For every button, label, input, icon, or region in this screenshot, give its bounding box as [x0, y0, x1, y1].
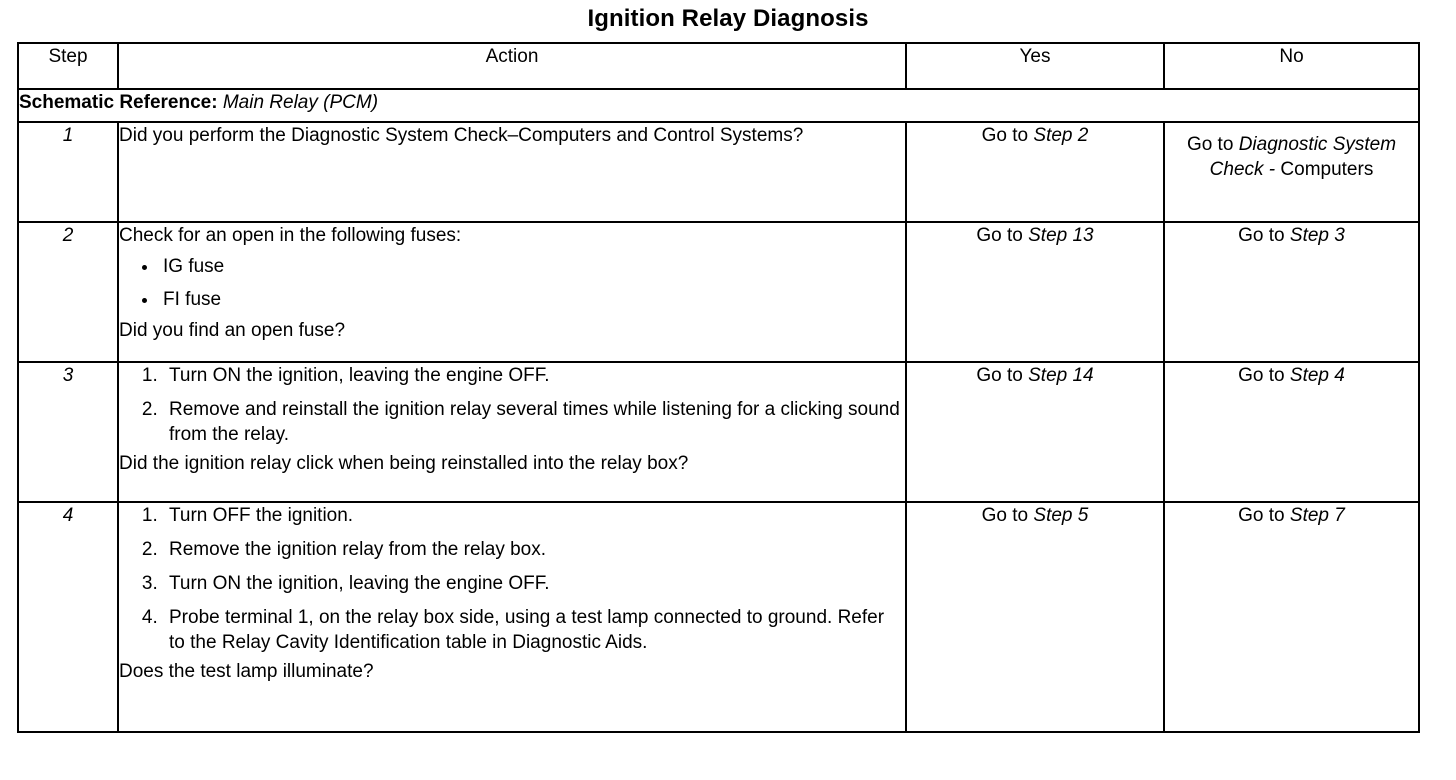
action-question-text: Did the ignition relay click when being …	[119, 453, 689, 474]
action-cell: Turn ON the ignition, leaving the engine…	[117, 361, 907, 503]
column-header-no: No	[1163, 42, 1420, 90]
schematic-reference-label: Schematic Reference:	[19, 92, 218, 113]
column-header-step: Step	[17, 42, 119, 90]
ignition-relay-diagnosis-table: Step Action Yes No Schematic Reference: …	[17, 42, 1420, 733]
no-answer-cell: Go to Step 4	[1163, 361, 1420, 503]
yes-goto-target: Step 2	[1033, 125, 1089, 146]
list-item: Turn OFF the ignition.	[163, 503, 905, 528]
page-title: Ignition Relay Diagnosis	[587, 5, 869, 32]
action-cell: Turn OFF the ignition. Remove the igniti…	[117, 501, 907, 733]
yes-answer-cell: Go to Step 5	[905, 501, 1165, 733]
column-header-yes: Yes	[905, 42, 1165, 90]
diagnosis-table-wrapper: Step Action Yes No Schematic Reference: …	[17, 42, 1420, 733]
no-goto-prefix: Go to	[1238, 225, 1285, 246]
list-item: Probe terminal 1, on the relay box side,…	[163, 605, 905, 655]
action-cell: Did you perform the Diagnostic System Ch…	[117, 121, 907, 223]
action-lead-text: Did you perform the Diagnostic System Ch…	[119, 125, 804, 146]
no-goto-prefix: Go to	[1238, 505, 1285, 526]
yes-goto-prefix: Go to	[981, 505, 1029, 526]
list-item: Remove the ignition relay from the relay…	[163, 537, 905, 562]
no-goto-prefix: Go to	[1238, 365, 1285, 386]
table-header-row: Step Action Yes No	[17, 42, 1420, 90]
action-numbered-list: Turn OFF the ignition. Remove the igniti…	[119, 503, 905, 655]
yes-goto-target: Step 13	[1028, 225, 1094, 246]
no-goto-target: Step 7	[1289, 505, 1345, 526]
step-number: 1	[17, 121, 119, 223]
step-number: 3	[17, 361, 119, 503]
schematic-reference-row: Schematic Reference: Main Relay (PCM)	[17, 88, 1420, 123]
no-goto-target: Step 3	[1289, 225, 1345, 246]
step-number: 4	[17, 501, 119, 733]
yes-answer-cell: Go to Step 14	[905, 361, 1165, 503]
yes-goto-target: Step 5	[1033, 505, 1089, 526]
no-goto-target: Step 4	[1289, 365, 1345, 386]
column-header-action: Action	[117, 42, 907, 90]
schematic-reference-value: Main Relay (PCM)	[222, 92, 379, 113]
action-cell: Check for an open in the following fuses…	[117, 221, 907, 363]
action-lead-text: Check for an open in the following fuses…	[119, 225, 462, 246]
document-page: Ignition Relay Diagnosis Step Action Yes…	[0, 4, 1456, 780]
yes-goto-target: Step 14	[1028, 365, 1094, 386]
no-answer-cell: Go to Step 3	[1163, 221, 1420, 363]
list-item: Turn ON the ignition, leaving the engine…	[163, 571, 905, 596]
no-answer-cell: Go to Step 7	[1163, 501, 1420, 733]
action-question-text: Did you find an open fuse?	[119, 320, 346, 341]
yes-goto-prefix: Go to	[976, 225, 1023, 246]
list-item: IG fuse	[159, 254, 905, 279]
table-row: 4 Turn OFF the ignition. Remove the igni…	[17, 501, 1420, 733]
yes-goto-prefix: Go to	[976, 365, 1023, 386]
no-goto-target: Diagnostic System Check -	[1209, 134, 1397, 180]
action-numbered-list: Turn ON the ignition, leaving the engine…	[119, 363, 905, 447]
yes-answer-cell: Go to Step 2	[905, 121, 1165, 223]
table-row: 1 Did you perform the Diagnostic System …	[17, 121, 1420, 223]
no-goto-suffix: Computers	[1280, 159, 1374, 180]
yes-answer-cell: Go to Step 13	[905, 221, 1165, 363]
action-bullet-list: IG fuse FI fuse	[119, 254, 905, 312]
step-number: 2	[17, 221, 119, 363]
list-item: Remove and reinstall the ignition relay …	[163, 397, 905, 447]
schematic-reference-cell: Schematic Reference: Main Relay (PCM)	[17, 88, 1420, 123]
list-item: Turn ON the ignition, leaving the engine…	[163, 363, 905, 388]
list-item: FI fuse	[159, 287, 905, 312]
no-answer-cell: Go to Diagnostic System Check - Computer…	[1163, 121, 1420, 223]
yes-goto-prefix: Go to	[981, 125, 1029, 146]
no-goto-prefix: Go to	[1186, 134, 1234, 155]
table-row: 2 Check for an open in the following fus…	[17, 221, 1420, 363]
table-row: 3 Turn ON the ignition, leaving the engi…	[17, 361, 1420, 503]
action-question-text: Does the test lamp illuminate?	[119, 661, 374, 682]
